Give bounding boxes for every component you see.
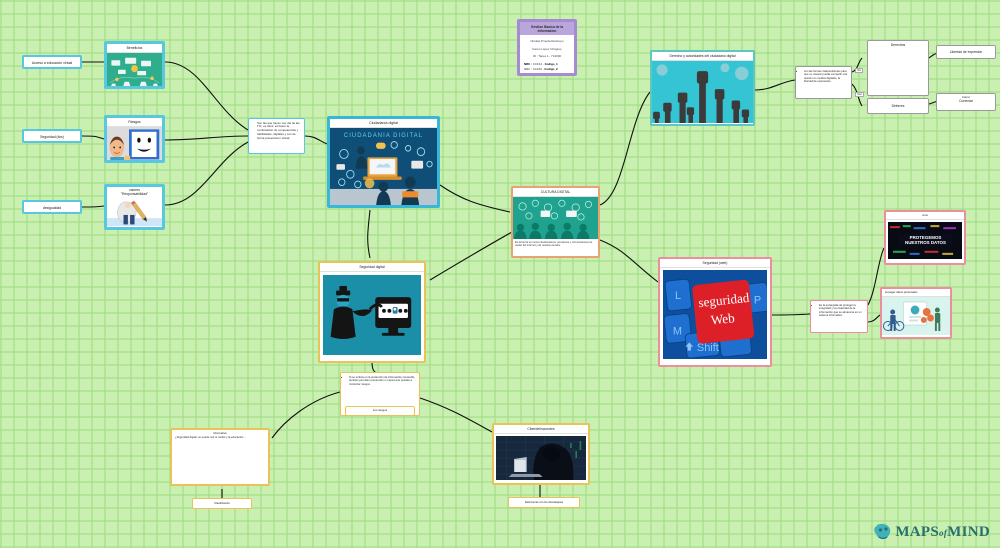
author-2: Karen López Chagres	[532, 46, 562, 51]
svg-text:M: M	[673, 326, 682, 338]
seguridad-web-illustration: L M P Shift seguridad Web	[660, 268, 770, 362]
seguridad-digital-illustration	[320, 272, 424, 359]
node-deberes[interactable]: Deberes	[867, 98, 929, 114]
code1-bold: Codigo_1	[544, 61, 558, 66]
riesgos-text-body: Si se enfoca en la protección de informa…	[341, 373, 419, 390]
code2-label: NRC :	[524, 67, 532, 71]
id-value: Tarea 1 - 714000	[538, 54, 562, 58]
code1-label: NRC :	[524, 61, 533, 66]
node-protegemos-datos[interactable]: virus PROTEGEMOS NUESTROS DATOS	[884, 210, 966, 265]
libertad-text-body: son las formas independientes para que u…	[796, 67, 851, 87]
node-riesgos[interactable]: Riesgos	[104, 115, 165, 163]
seguridad-web-image-text1: seguridad	[698, 290, 751, 310]
node-los-riesgos-footer[interactable]: Los riesgos	[345, 406, 415, 416]
integridad-text-bullet: Es la encargada de proteger la integrida…	[819, 304, 864, 319]
svg-text:P: P	[754, 295, 761, 307]
node-desigualdad-label: desigualdad	[24, 202, 80, 212]
node-acceso-educacion-label: Acceso a educación virtual	[24, 57, 80, 67]
svg-text:NUESTROS DATOS: NUESTROS DATOS	[905, 240, 946, 245]
code1-value: CCF44 -	[532, 61, 544, 66]
cultura-digital-illustration	[513, 197, 598, 240]
node-riesgos-label: Riesgos	[107, 118, 162, 128]
node-libertad-expresion[interactable]: Libertad de expresión	[936, 45, 996, 59]
node-informativo-label: informativo	[172, 430, 268, 435]
author-1: Nicolás Pineda Restrepo	[530, 39, 564, 43]
node-seguridad-web-label: Seguridad (web)	[660, 259, 770, 269]
watermark-text-mind: MIND	[947, 523, 990, 540]
derecho-illustration	[652, 61, 753, 124]
svg-text:PROTEGEMOS: PROTEGEMOS	[910, 235, 942, 240]
node-ciberdelincuentes-footer[interactable]: Delincuente con los ciberataques	[508, 497, 580, 508]
node-derecho-autoridades[interactable]: Derecho y autoridades del ciudadano digi…	[650, 50, 755, 126]
link-label-first[interactable]: first	[855, 68, 864, 74]
node-derechos-label: Derechos	[868, 41, 928, 50]
node-informativo[interactable]: informativo ¿Seguridad digital, se puede…	[170, 428, 270, 486]
ciudadania-image-caption: CIUDADANIA DIGITAL	[344, 133, 423, 139]
link-label-sust[interactable]: Sust	[855, 92, 865, 98]
node-ciberdelincuentes[interactable]: Ciberdelincuentes	[492, 423, 590, 485]
node-clasificacion[interactable]: Clasificación	[192, 498, 252, 509]
los-riesgos-label: Los riesgos	[346, 407, 414, 415]
libertad-text-bullet: son las formas independientes para que u…	[804, 70, 848, 85]
node-beneficios-label: Beneficios	[107, 44, 162, 54]
node-deberes-label: Deberes	[868, 99, 928, 111]
node-tic-text[interactable]: Son las que hacen uso del de las TIC, es…	[248, 118, 305, 154]
riesgos-illustration	[107, 127, 162, 160]
node-integridad-text[interactable]: Es la encargada de proteger la integrida…	[810, 300, 868, 333]
ciberdelincuentes-footer-label: Delincuente con los ciberataques	[509, 498, 579, 507]
watermark-text-maps: MAPS	[895, 523, 940, 540]
id-label: ID :	[532, 54, 538, 58]
tic-text-body: Son las que hacen uso del de las TIC, es…	[249, 119, 304, 144]
node-libertad-expresion-label: Libertad de expresión	[937, 46, 995, 57]
node-valores-label: valores	[107, 187, 162, 193]
node-responsabilidad-label: "Responsabilidad"	[107, 192, 162, 197]
ciberdelincuentes-illustration	[494, 434, 588, 482]
node-seguridad-tics[interactable]: Seguridad (tics)	[22, 129, 82, 143]
ciudadania-digital-illustration: CIUDADANIA DIGITAL	[330, 128, 437, 205]
integridad-text-body: Es la encargada de proteger la integrida…	[811, 301, 867, 321]
node-conectar-label: Conectar	[937, 99, 995, 104]
node-ciudadania-digital[interactable]: Ciudadanía digital CIUDADANIA DIGITAL	[327, 116, 440, 208]
code2-bold: Codigo_2	[544, 67, 558, 71]
node-ciudadania-digital-label: Ciudadanía digital	[330, 119, 437, 129]
node-beneficios[interactable]: Beneficios	[104, 41, 165, 89]
protegemos-datos-illustration: PROTEGEMOS NUESTROS DATOS	[886, 220, 964, 261]
node-valores-responsabilidad[interactable]: valores "Responsabilidad"	[104, 184, 165, 230]
title-card[interactable]: Gestion Basica de la Informacion Nicolás…	[517, 19, 577, 76]
node-ciberdelincuentes-label: Ciberdelincuentes	[494, 425, 588, 435]
title-card-heading: Gestion Basica de la Informacion	[520, 22, 574, 35]
code2-value: CCF40 -	[532, 67, 544, 71]
node-seguridad-tics-label: Seguridad (tics)	[24, 131, 80, 141]
node-acceso-educacion-virtual[interactable]: Acceso a educación virtual	[22, 55, 82, 69]
node-seguridad-digital[interactable]: Seguridad digital	[318, 261, 426, 363]
node-derechos[interactable]: Derechos	[867, 40, 929, 96]
svg-text:L: L	[675, 290, 681, 302]
node-carrer-label: Carrer	[937, 94, 995, 100]
informativo-body: ¿Seguridad digital, se puede unir el med…	[175, 435, 247, 439]
node-conectar[interactable]: Carrer Conectar	[936, 93, 996, 111]
riesgos-text-bullet: Si se enfoca en la protección de informa…	[349, 376, 416, 387]
node-cultura-digital[interactable]: CULTURA DIGITAL	[511, 186, 600, 258]
watermark-text-of: of	[939, 527, 948, 538]
svg-text:Shift: Shift	[697, 342, 719, 354]
beneficios-illustration	[107, 53, 162, 86]
seguridad-web-image-text2: Web	[710, 310, 736, 328]
node-desigualdad[interactable]: desigualdad	[22, 200, 82, 214]
node-proteger-datos-personales[interactable]: proteger datos personales	[880, 287, 952, 339]
clasificacion-label: Clasificación	[193, 499, 251, 508]
node-proteger-personales-label: proteger datos personales	[882, 289, 950, 298]
node-cultura-digital-label: CULTURA DIGITAL	[513, 188, 598, 198]
node-seguridad-digital-label: Seguridad digital	[320, 263, 424, 273]
responsabilidad-illustration	[107, 196, 162, 226]
node-libertad-text[interactable]: son las formas independientes para que u…	[795, 66, 852, 99]
tic-text-bullet: Son las que hacen uso del de las TIC, es…	[257, 121, 301, 142]
watermark: MAPSofMIND	[874, 522, 990, 542]
proteger-personales-illustration	[882, 297, 950, 336]
cultura-digital-caption: Es la forma en como interactuamos, pensa…	[515, 240, 593, 248]
node-derecho-autoridades-label: Derecho y autoridades del ciudadano digi…	[652, 52, 753, 62]
node-virus-label: virus	[886, 212, 964, 221]
maps-of-mind-logo-icon	[874, 523, 891, 540]
